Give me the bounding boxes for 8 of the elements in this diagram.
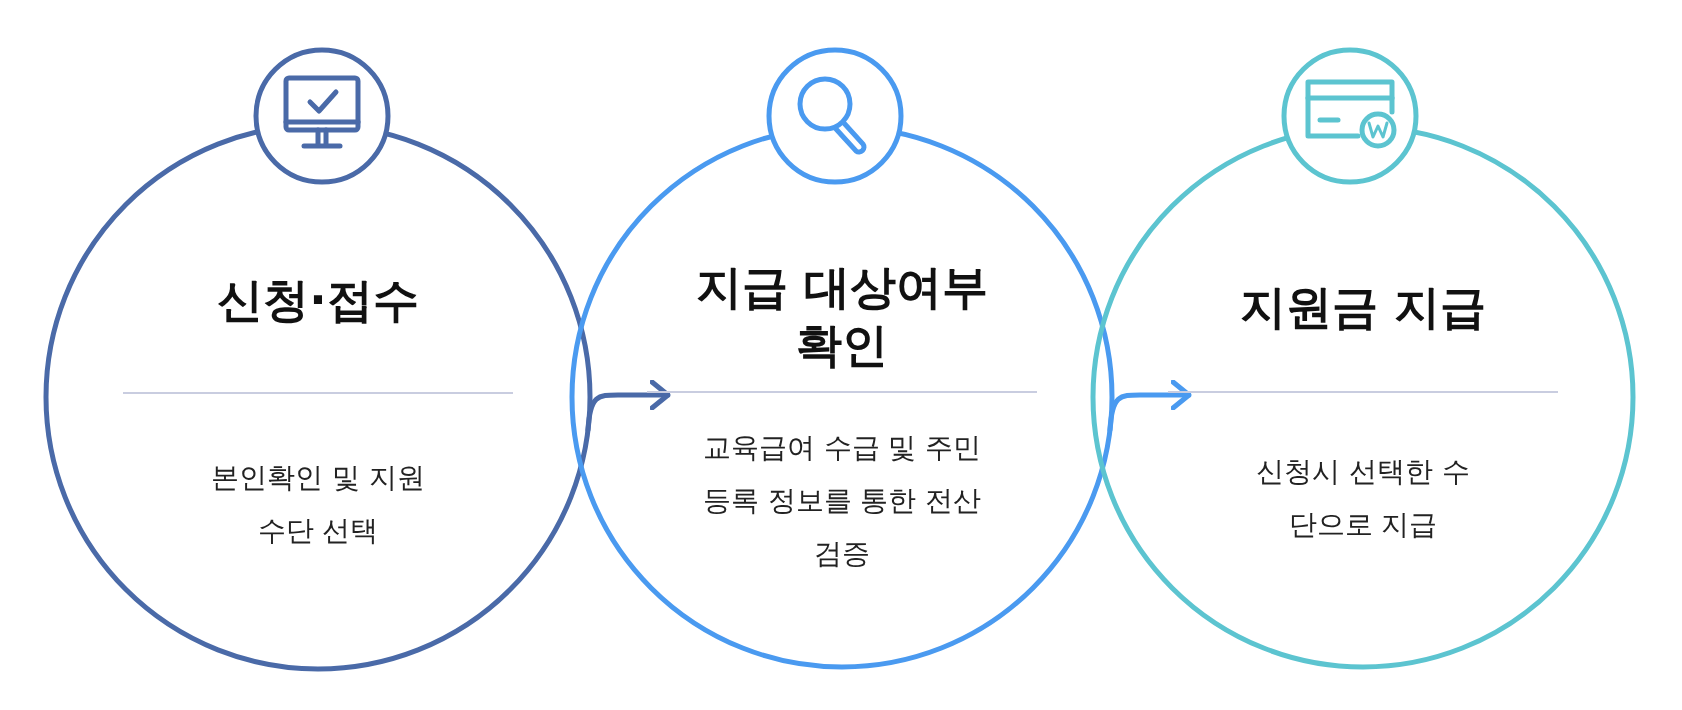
arrow xyxy=(1107,379,1192,433)
step-title: 지급 대상여부 확인 xyxy=(695,259,989,374)
step-title: 신청·접수 xyxy=(217,272,419,329)
step-title: 지원금 지급 xyxy=(1240,279,1486,336)
arrow xyxy=(585,379,671,433)
step-description: 교육급여 수급 및 주민등록 정보를 통한 전산 검증 xyxy=(701,430,983,572)
step-description: 본인확인 및 지원수단 선택 xyxy=(210,460,426,549)
step-description: 신청시 선택한 수단으로 지급 xyxy=(1255,454,1471,543)
